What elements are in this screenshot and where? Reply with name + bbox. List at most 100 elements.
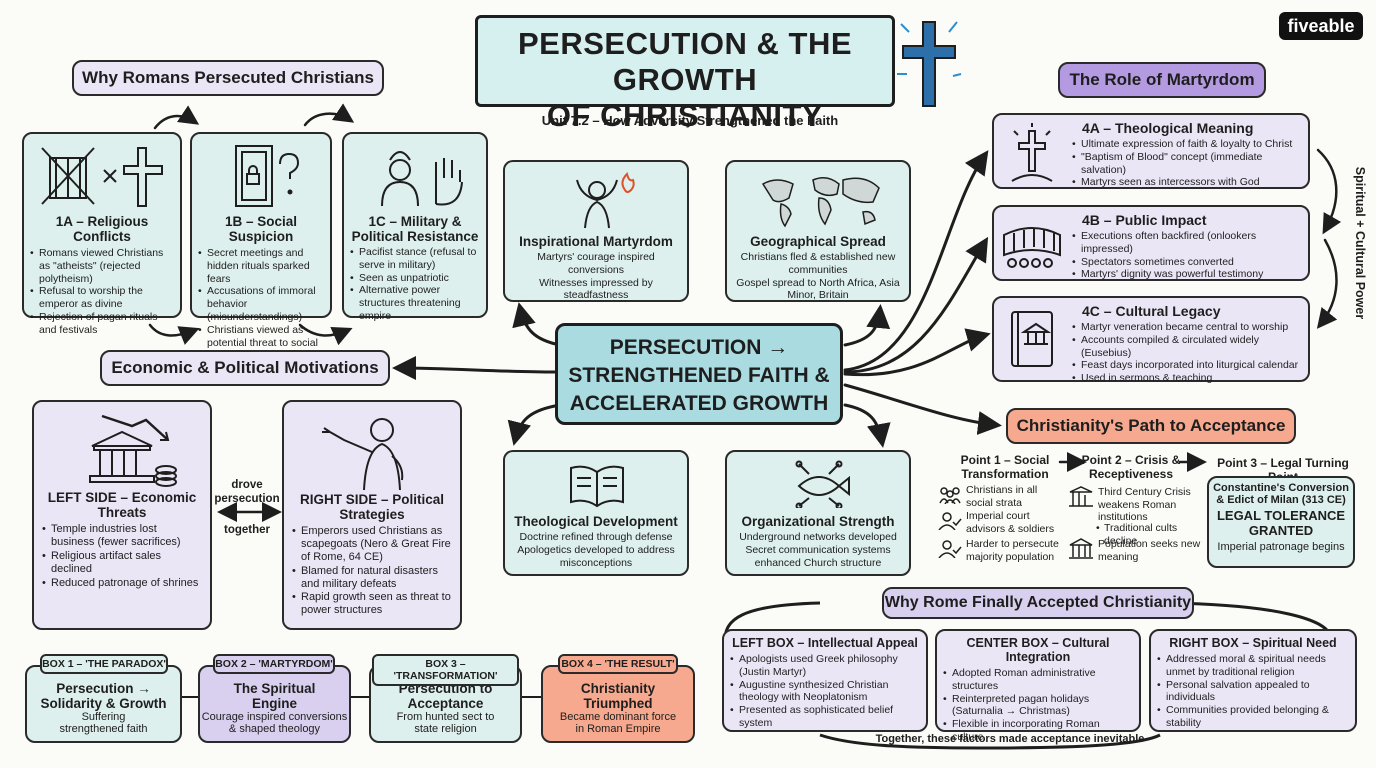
box-1a: 1A – Religious Conflicts Romans viewed C…	[22, 132, 182, 336]
why-accepted-left-item: Apologists used Greek philosophy (Justin…	[730, 653, 920, 679]
box-1c-title-1: 1C – Military &	[368, 214, 462, 229]
summary-tag-1: BOX 1 – 'THE PARADOX'	[40, 654, 168, 674]
box-1b-title: 1B – Social Suspicion	[224, 214, 298, 244]
temple-icon	[1069, 538, 1093, 559]
box-1a-item: Rejection of pagan rituals and festivals	[30, 311, 174, 337]
growth-theology-item: Doctrine refined through defense	[519, 531, 673, 543]
martyrdom-4c-item: Used in sermons & teaching	[1072, 372, 1302, 385]
martyrdom-4b-item: Martyrs' dignity was powerful testimony	[1072, 268, 1302, 281]
drove-line-1: drove	[231, 479, 263, 491]
emperor-pointing-icon	[322, 418, 404, 491]
header-martyrdom: The Role of Martyrdom	[1058, 62, 1266, 98]
martyrdom-4a-item: Ultimate expression of faith & loyalty t…	[1072, 138, 1302, 151]
title-line-2: OF CHRISTIANITY	[546, 98, 824, 133]
growth-geography-box: Geographical Spread Christians fled & es…	[725, 160, 911, 302]
crumbling-pillars-icon	[1069, 486, 1093, 507]
central-line-3: ACCELERATED GROWTH	[569, 392, 829, 415]
growth-martyrdom-box: Inspirational Martyrdom Martyrs' courage…	[503, 160, 689, 302]
central-node: PERSECUTION → STRENGTHENED FAITH & ACCEL…	[555, 323, 843, 425]
group-icon	[939, 487, 961, 504]
martyrdom-4a-item: Martyrs seen as intercessors with God	[1072, 176, 1302, 189]
box-1c-item: Pacifist stance (refusal to serve in mil…	[350, 246, 480, 272]
box-1b: 1B – Social Suspicion Secret meetings an…	[190, 132, 332, 361]
point-3-line-2: & Edict of Milan (313 CE)	[1216, 494, 1346, 506]
point-3-box: Constantine's Conversion & Edict of Mila…	[1207, 476, 1355, 568]
summary-2-title-2: Engine	[251, 696, 297, 711]
drove-persecution-label: drove persecution together	[212, 478, 282, 537]
header-acceptance: Christianity's Path to Acceptance	[1006, 408, 1296, 444]
summary-tag-2: BOX 2 – 'MARTYRDOM'	[213, 654, 335, 674]
growth-organization-box: Organizational Strength Underground netw…	[725, 450, 911, 576]
martyrdom-4c: 4C – Cultural Legacy Martyr veneration b…	[992, 296, 1310, 385]
soldier-hand-icon	[381, 151, 463, 207]
summary-3-desc-1: From hunted sect to	[396, 711, 495, 723]
summary-3-desc-2: state religion	[414, 723, 477, 735]
point-3-big-2: GRANTED	[1248, 523, 1314, 538]
drove-line-2: persecution	[214, 493, 280, 506]
economic-right-item: Emperors used Christians as scapegoats (…	[292, 525, 452, 565]
drove-line-3: together	[224, 523, 270, 536]
martyrdom-4a: 4A – Theological Meaning Ultimate expres…	[992, 113, 1310, 189]
point-2-items: Third Century Crisis weakens Roman insti…	[1068, 486, 1206, 563]
economic-left-item: Temple industries lost business (fewer s…	[42, 523, 202, 550]
why-accepted-right-item: Communities provided belonging & stabili…	[1157, 704, 1349, 730]
point-1-item: Christians in all social strata	[966, 484, 1038, 509]
point-1-item: Imperial court advisors & soldiers	[966, 510, 1055, 535]
martyrdom-4c-title: 4C – Cultural Legacy	[1082, 303, 1221, 319]
world-map-icon	[761, 177, 880, 228]
economic-left-item: Reduced patronage of shrines	[42, 577, 202, 591]
point-3-big-1: LEGAL TOLERANCE	[1216, 508, 1346, 523]
summary-2-desc-1: Courage inspired conversions	[201, 711, 348, 723]
header-why-accepted: Why Rome Finally Accepted Christianity	[882, 587, 1194, 619]
summary-4-title-1: Christianity	[580, 681, 656, 696]
growth-martyrdom-item: Martyrs' courage inspired conversions	[537, 251, 655, 276]
summary-2-title-1: The Spiritual	[233, 681, 316, 696]
why-accepted-left-item: Augustine synthesized Christian theology…	[730, 679, 920, 705]
point-1-heading: Point 1 – Social Transformation	[950, 453, 1060, 482]
summary-box-1: Persecution → Solidarity & Growth Suffer…	[25, 665, 182, 743]
colosseum-icon	[1003, 227, 1061, 268]
martyrdom-4b: 4B – Public Impact Executions often back…	[992, 205, 1310, 281]
martyrdom-4c-item: Feast days incorporated into liturgical …	[1072, 359, 1302, 372]
why-accepted-left: LEFT BOX – Intellectual Appeal Apologist…	[722, 629, 928, 732]
header-why-persecuted: Why Romans Persecuted Christians	[72, 60, 384, 96]
subtitle: Unit 7.2 – How Adversity Strengthened th…	[541, 113, 839, 128]
summary-1-title-2: Solidarity & Growth	[40, 696, 167, 711]
economic-left-item: Religious artifact sales declined	[42, 550, 202, 577]
growth-organization-item: Underground networks developed	[739, 531, 897, 543]
martyrdom-side-label: Spiritual + Cultural Power	[1353, 166, 1367, 320]
locked-door-icon	[235, 145, 300, 207]
summary-4-desc-1: Became dominant force	[559, 711, 677, 723]
growth-martyrdom-item: Witnesses impressed by steadfastness	[539, 276, 653, 302]
summary-box-2: The Spiritual Engine Courage inspired co…	[198, 665, 351, 743]
point-3-foot: Imperial patronage begins	[1217, 541, 1345, 553]
person-flame-icon	[576, 172, 635, 229]
why-accepted-left-item: Presented as sophisticated belief system	[730, 704, 920, 730]
central-line-2: STRENGTHENED FAITH &	[568, 364, 830, 387]
box-1b-item: Accusations of immoral behavior (misunde…	[198, 285, 324, 323]
why-accepted-footer: Together, these factors made acceptance …	[875, 733, 1145, 745]
why-accepted-right-item: Addressed moral & spiritual needs unmet …	[1157, 653, 1349, 679]
brand-logo[interactable]: fiveable	[1279, 12, 1363, 40]
why-accepted-center: CENTER BOX – Cultural Integration Adopte…	[935, 629, 1141, 743]
box-1b-item: Christians viewed as potential threat to…	[198, 324, 324, 362]
growth-geography-item: Christians fled & established new commun…	[740, 251, 896, 276]
box-1c-item: Seen as unpatriotic	[350, 272, 480, 285]
growth-organization-title: Organizational Strength	[741, 514, 895, 529]
book-temple-icon	[1011, 311, 1053, 367]
point-2-line-2: Receptiveness	[1088, 467, 1174, 482]
box-1b-item: Secret meetings and hidden rituals spark…	[198, 247, 324, 285]
brand-logo-text: fiveable	[1287, 15, 1355, 36]
point-1-line-2: Transformation	[961, 467, 1049, 482]
point-2-line-1: Point 2 – Crisis &	[1081, 453, 1181, 467]
title-banner: PERSECUTION & THE GROWTH OF CHRISTIANITY	[475, 15, 895, 133]
growth-theology-title: Theological Development	[514, 514, 678, 529]
why-accepted-center-item: Adopted Roman administrative structures	[943, 667, 1133, 693]
economic-left-title-1: LEFT SIDE – Economic	[47, 490, 197, 505]
why-accepted-left-title: LEFT BOX – Intellectual Appeal	[732, 636, 918, 650]
growth-martyrdom-title: Inspirational Martyrdom	[519, 234, 673, 249]
person-check-icon	[938, 512, 962, 530]
economic-right-item: Rapid growth seen as threat to power str…	[292, 591, 452, 617]
temple-coins-icon	[89, 414, 177, 487]
summary-4-title-2: Triumphed	[583, 696, 653, 711]
